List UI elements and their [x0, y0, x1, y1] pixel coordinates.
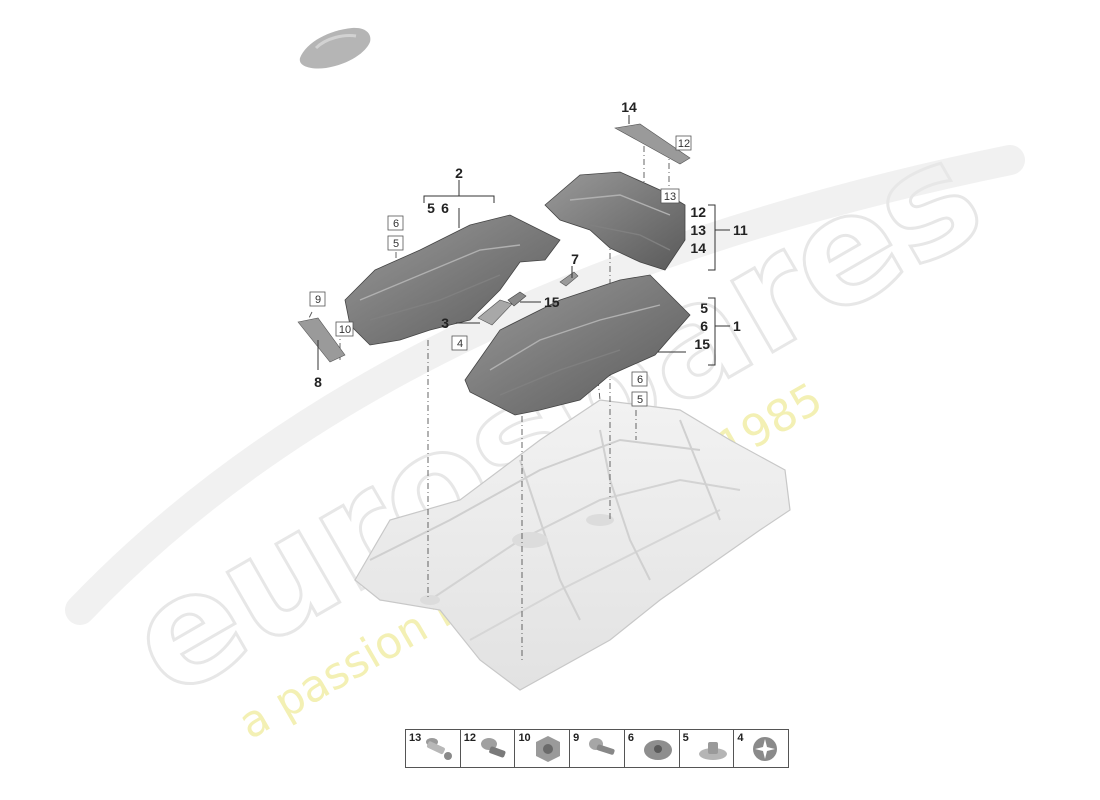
legend-number: 6: [627, 732, 634, 744]
body-shell: [354, 399, 791, 691]
callout-box-4: 4: [457, 338, 463, 350]
callout-boxes: [309, 135, 692, 407]
flat-nut-icon: [643, 740, 672, 760]
legend-cell-4: 4: [734, 730, 788, 767]
callout-13-group11: 13: [690, 222, 706, 238]
legend-cell-9: 9: [570, 730, 625, 767]
callout-box-5-right: 5: [637, 394, 643, 406]
legend-number: 4: [737, 732, 744, 744]
callout-box-9: 9: [315, 294, 321, 306]
star-washer-icon: [753, 737, 778, 761]
floor-mat-rear: [464, 274, 691, 416]
expanding-clip-icon: [480, 738, 506, 758]
legend-cell-13: 13: [406, 730, 461, 767]
legend-number: 5: [682, 732, 689, 744]
group-brackets: [317, 115, 730, 370]
legend-cell-5: 5: [680, 730, 735, 767]
bracket-part-7: [559, 271, 579, 287]
callout-8: 8: [314, 374, 322, 390]
floor-mat-front-right: [544, 171, 686, 271]
floor-mat-front-left: [344, 214, 561, 346]
callout-11: 11: [733, 222, 748, 238]
legend-cell-12: 12: [461, 730, 516, 767]
callout-15-clip: 15: [544, 294, 560, 310]
callout-box-12: 12: [678, 138, 690, 150]
callout-box-13: 13: [664, 191, 676, 203]
callout-1: 1: [733, 318, 741, 334]
legend-number: 12: [463, 732, 476, 744]
callout-box-5-left: 5: [393, 238, 399, 250]
callout-box-6-right: 6: [637, 374, 643, 386]
legend-number: 13: [409, 732, 422, 744]
callout-3: 3: [441, 315, 449, 331]
callout-5-group2: 5: [427, 200, 435, 216]
fastener-legend: 13 12 10 9 6 5: [405, 729, 789, 768]
car-thumbnail-icon: [299, 27, 371, 69]
callout-2: 2: [455, 165, 463, 181]
callout-5-group1: 5: [700, 300, 708, 316]
push-rivet-icon: [426, 738, 452, 760]
callout-14-group11: 14: [690, 240, 706, 256]
trim-part-8: [297, 317, 346, 363]
nut-clip-icon: [536, 736, 561, 762]
round-head-clip-icon: [589, 738, 615, 755]
callout-15-group1: 15: [694, 336, 710, 352]
heel-panel-part-14: [614, 123, 691, 165]
callout-6-group1: 6: [700, 318, 708, 334]
callout-7: 7: [571, 251, 579, 267]
callout-14-top: 14: [621, 99, 637, 115]
legend-cell-6: 6: [625, 730, 680, 767]
callout-6-group2: 6: [441, 200, 449, 216]
callout-box-6-left: 6: [393, 218, 399, 230]
callout-box-10: 10: [339, 324, 351, 336]
clip-part-15: [507, 291, 527, 307]
callout-12-group11: 12: [690, 204, 706, 220]
legend-number: 9: [573, 732, 580, 744]
legend-number: 10: [518, 732, 531, 744]
washer-cap-icon: [698, 742, 727, 760]
legend-cell-10: 10: [515, 730, 571, 767]
